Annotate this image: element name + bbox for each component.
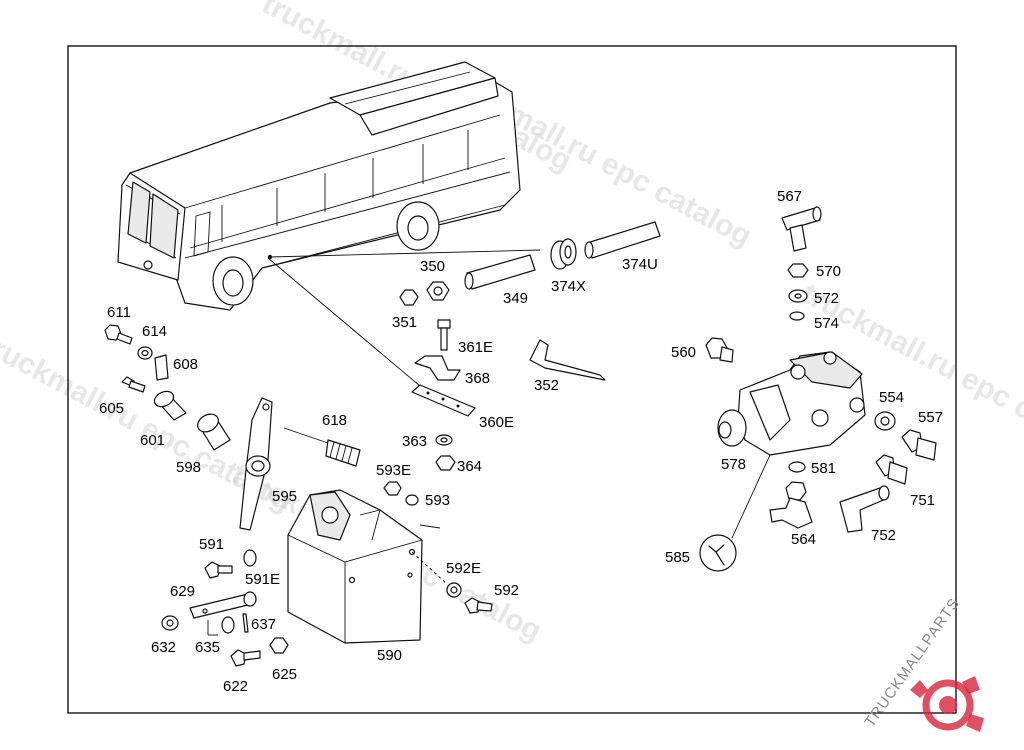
part-554 <box>874 411 896 431</box>
label-751: 751 <box>910 492 935 509</box>
label-560: 560 <box>671 344 696 361</box>
label-590: 590 <box>377 647 402 664</box>
label-364: 364 <box>457 458 482 475</box>
part-611 <box>104 324 133 345</box>
part-591 <box>204 561 233 579</box>
bus-illustration <box>117 61 521 311</box>
part-361E <box>437 319 451 351</box>
part-581 <box>788 461 806 473</box>
part-601 <box>153 390 187 421</box>
label-608: 608 <box>173 356 198 373</box>
leader-line <box>267 257 421 387</box>
part-564 <box>769 481 813 529</box>
label-572: 572 <box>814 290 839 307</box>
part-618 <box>283 427 361 467</box>
diagram-frame <box>67 45 957 714</box>
label-352: 352 <box>534 377 559 394</box>
part-364 <box>435 455 456 471</box>
label-593E: 593E <box>376 462 411 479</box>
leader-line <box>411 551 448 585</box>
part-585 <box>699 534 737 572</box>
part-592E <box>446 582 462 598</box>
label-360E: 360E <box>479 414 514 431</box>
part-352 <box>529 339 606 381</box>
part-351 <box>399 289 419 306</box>
label-557: 557 <box>918 409 943 426</box>
label-554: 554 <box>879 389 904 406</box>
label-595: 595 <box>272 488 297 505</box>
part-570 <box>787 263 809 278</box>
label-374X: 374X <box>551 278 586 295</box>
part-350 <box>426 281 450 301</box>
label-591: 591 <box>199 536 224 553</box>
label-361E: 361E <box>458 339 493 356</box>
label-592: 592 <box>494 582 519 599</box>
truckmallparts-logo: TRUCKMALLPARTS <box>861 595 984 732</box>
part-632 <box>161 615 179 631</box>
part-590 <box>287 489 441 644</box>
leader-line <box>269 249 541 258</box>
label-605: 605 <box>99 400 124 417</box>
part-595 <box>239 397 273 531</box>
label-567: 567 <box>777 188 802 205</box>
part-368 <box>414 355 461 381</box>
part-593E <box>383 481 402 496</box>
label-350: 350 <box>420 258 445 275</box>
part-578 <box>717 351 866 456</box>
label-611: 611 <box>107 304 131 321</box>
part-labels: 567 570 572 574 350 351 349 374X 374U 61… <box>99 188 943 695</box>
label-637: 637 <box>251 616 276 633</box>
label-368: 368 <box>465 370 490 387</box>
label-592E: 592E <box>446 560 481 577</box>
part-560 <box>705 337 734 363</box>
part-374U <box>584 221 661 259</box>
part-572 <box>788 289 808 303</box>
part-360E <box>411 384 476 417</box>
part-752 <box>839 485 890 533</box>
label-349: 349 <box>503 290 528 307</box>
label-635: 635 <box>195 639 220 656</box>
part-591E <box>243 549 257 567</box>
label-585: 585 <box>665 549 690 566</box>
part-374X <box>550 238 577 270</box>
part-363 <box>435 434 453 446</box>
part-567 <box>781 206 822 252</box>
part-349 <box>464 254 536 290</box>
label-601: 601 <box>140 432 165 449</box>
label-614: 614 <box>142 323 167 340</box>
label-351: 351 <box>392 314 417 331</box>
part-593 <box>405 494 419 506</box>
label-570: 570 <box>816 263 841 280</box>
label-578: 578 <box>721 456 746 473</box>
label-752: 752 <box>871 527 896 544</box>
label-625: 625 <box>272 666 297 683</box>
part-605 <box>121 376 146 393</box>
part-557 <box>901 429 937 461</box>
part-637 <box>242 613 249 633</box>
part-598 <box>197 413 231 451</box>
label-363: 363 <box>402 433 427 450</box>
part-629 <box>189 591 257 619</box>
part-608 <box>154 354 169 381</box>
part-592 <box>464 597 493 614</box>
part-625 <box>269 637 289 654</box>
part-614 <box>137 346 153 360</box>
part-622 <box>230 649 261 667</box>
label-593: 593 <box>425 492 450 509</box>
label-591E: 591E <box>245 571 280 588</box>
label-618: 618 <box>322 412 347 429</box>
label-629: 629 <box>170 583 195 600</box>
label-574: 574 <box>814 315 839 332</box>
part-574 <box>789 311 805 321</box>
label-564: 564 <box>791 531 816 548</box>
leader-line <box>731 454 771 539</box>
label-581: 581 <box>811 460 836 477</box>
part-751 <box>875 454 908 485</box>
part-635 <box>207 616 235 636</box>
label-598: 598 <box>176 459 201 476</box>
label-632: 632 <box>151 639 176 656</box>
label-374U: 374U <box>622 256 658 273</box>
label-622: 622 <box>223 678 248 695</box>
